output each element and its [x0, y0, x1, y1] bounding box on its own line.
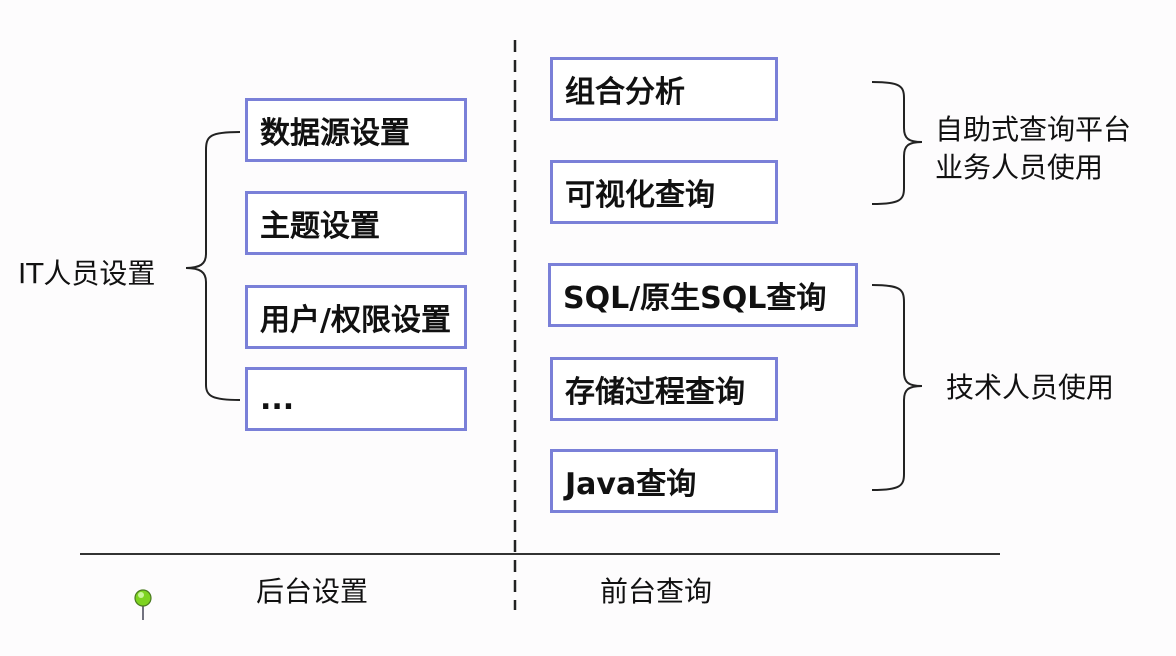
java-query-box[interactable]: Java查询	[550, 449, 778, 513]
technical-users-label: 技术人员使用	[946, 371, 1115, 404]
backend-settings-label: 后台设置	[256, 575, 369, 608]
combined-analysis-box[interactable]: 组合分析	[550, 57, 778, 121]
more-settings-box[interactable]: ...	[245, 367, 467, 431]
it-staff-label: IT人员设置	[18, 257, 156, 290]
right-brace-business	[871, 81, 923, 205]
business-users-label-line2: 业务人员使用	[935, 151, 1104, 184]
right-brace-technical	[871, 284, 923, 491]
theme-settings-box[interactable]: 主题设置	[245, 191, 467, 255]
datasource-settings-box[interactable]: 数据源设置	[245, 98, 467, 162]
sql-query-box[interactable]: SQL/原生SQL查询	[548, 263, 858, 327]
frontend-query-label: 前台查询	[600, 575, 713, 608]
pin-icon	[134, 589, 152, 620]
visual-query-box[interactable]: 可视化查询	[550, 160, 778, 224]
business-users-label-line1: 自助式查询平台	[935, 113, 1132, 146]
user-permission-settings-box[interactable]: 用户/权限设置	[245, 285, 467, 349]
stored-procedure-query-box[interactable]: 存储过程查询	[550, 357, 778, 421]
left-brace	[185, 131, 241, 401]
